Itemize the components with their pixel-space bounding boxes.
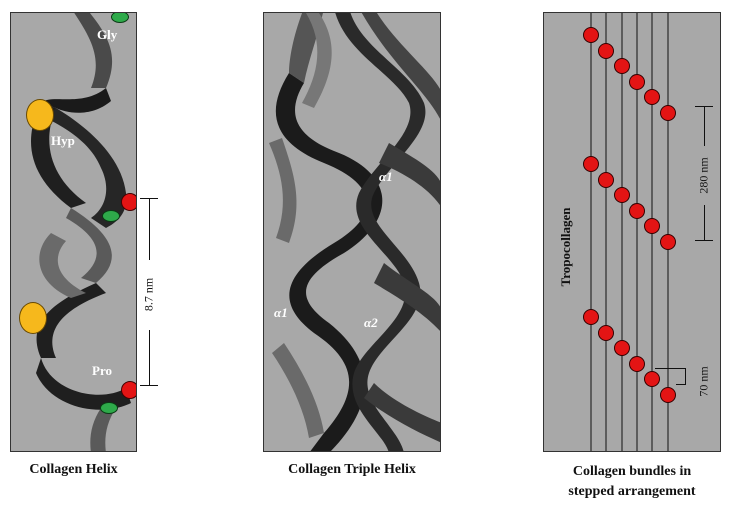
triple-helix-panel: α1 α1 α2 — [263, 12, 441, 452]
crosslink-dot — [644, 218, 660, 234]
collagen-bundles-panel: Tropocollagen — [543, 12, 721, 452]
crosslink-dot — [644, 371, 660, 387]
crosslink-dot — [660, 104, 676, 121]
crosslink-dot — [629, 73, 645, 90]
helix-ribbon — [31, 13, 131, 451]
caption-collagen-triple-helix: Collagen Triple Helix — [288, 462, 416, 477]
pitch-label: 8.7 nm — [141, 277, 156, 312]
crosslink-dot — [583, 309, 599, 325]
caption-bundles-line2: stepped arrangement — [568, 484, 696, 499]
period-label: 280 nm — [696, 157, 711, 194]
crosslink-dot — [598, 42, 614, 59]
crosslink-dot — [614, 187, 630, 203]
crosslink-dot — [614, 340, 630, 356]
crosslink-dot — [583, 156, 599, 172]
crosslink-dot — [583, 27, 599, 43]
crosslink-dot — [629, 355, 645, 372]
hyp-residue-bottom — [19, 302, 47, 334]
alpha1-left-label: α1 — [274, 305, 288, 320]
gly-residue-mid — [102, 210, 120, 222]
crosslink-dot — [644, 89, 660, 105]
caption-bundles-line1: Collagen bundles in — [572, 464, 692, 479]
tropocollagen-lines — [590, 13, 669, 451]
pro-label: Pro — [92, 363, 112, 378]
gly-residue-top — [111, 13, 129, 23]
gly-label: Gly — [97, 27, 118, 42]
caption-collagen-helix: Collagen Helix — [29, 462, 118, 477]
crosslink-dot — [629, 202, 645, 219]
hyp-residue-top — [26, 99, 54, 131]
pro-residue-top — [121, 193, 136, 211]
triple-helix-ribbons — [269, 13, 440, 451]
pro-residue-bottom — [121, 381, 136, 399]
alpha2-label: α2 — [364, 315, 378, 330]
tropocollagen-label: Tropocollagen — [558, 207, 573, 287]
crosslink-dot — [598, 171, 614, 188]
crosslink-dot — [660, 386, 676, 403]
alpha1-top-label: α1 — [379, 169, 393, 184]
hyp-label: Hyp — [51, 133, 75, 148]
collagen-helix-panel: Gly Hyp Pro — [10, 12, 137, 452]
crosslink-dot — [660, 233, 676, 250]
caption-collagen-bundles: Collagen bundles in stepped arrangement — [532, 462, 731, 502]
gly-residue-bottom — [100, 402, 118, 414]
crosslink-dot — [598, 324, 614, 341]
crosslink-dot — [614, 58, 630, 74]
step-label: 70 nm — [696, 366, 711, 397]
